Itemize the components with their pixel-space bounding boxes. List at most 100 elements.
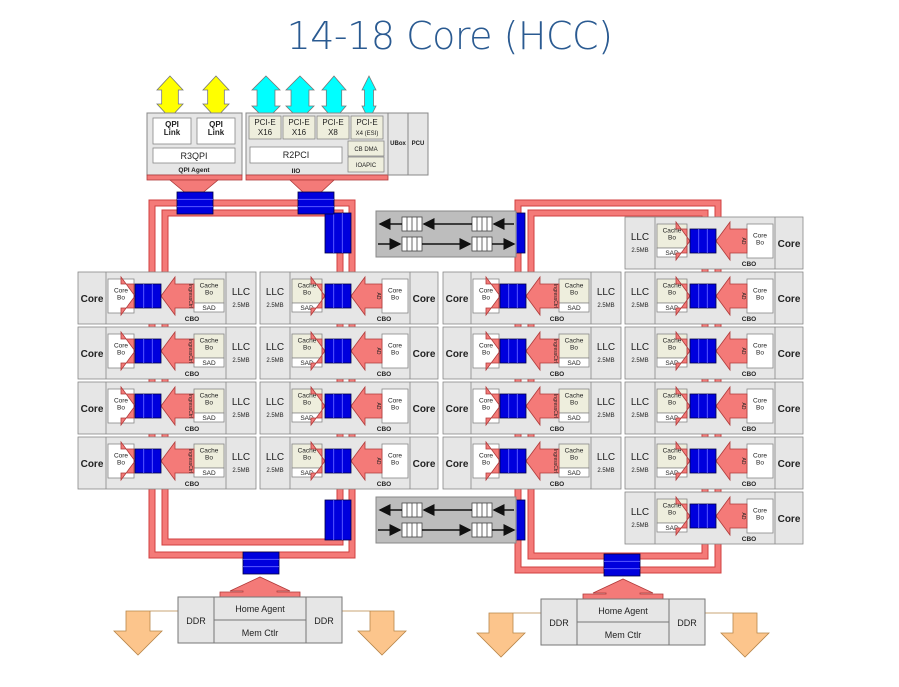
ring-stop [324, 393, 352, 419]
mem-ctlr-label: Mem Ctlr [605, 630, 642, 640]
core-to-ring-arrow [350, 385, 383, 427]
ring-stop [689, 338, 717, 364]
ring-stop-box [689, 503, 717, 529]
cache-to-ring-arrow-label: IngressCtrl [552, 284, 558, 308]
ring-stops [134, 191, 717, 577]
core-label: Core [778, 239, 801, 250]
llc-label: LLC [232, 452, 250, 463]
ring-stop [134, 283, 162, 309]
core-label: Core [778, 404, 801, 415]
ring-stop [297, 191, 335, 215]
sad-label: SAD [665, 415, 679, 422]
cache-to-ring-arrow [160, 275, 195, 317]
core-label: Core [81, 294, 104, 305]
cache-bo-box [558, 333, 590, 359]
ring-stop-box [324, 393, 352, 419]
cache-to-ring-arrow-label: IngressCtrl [552, 449, 558, 473]
core-bo-box [746, 498, 774, 534]
cbo-label: CBO [742, 536, 756, 543]
llc-label: LLC [631, 452, 649, 463]
cbo-label: CBO [550, 371, 564, 378]
llc-label: LLC [266, 452, 284, 463]
llc-size-label: 2.5MB [266, 468, 283, 474]
llc-label: LLC [631, 342, 649, 353]
llc-size-label: 2.5MB [631, 248, 648, 254]
cbo-label: CBO [550, 316, 564, 323]
core-to-ring-arrow [485, 275, 501, 317]
ring-stop-box [499, 393, 527, 419]
ring-stop [689, 283, 717, 309]
cbo-label: CBO [550, 481, 564, 488]
core-to-ring-arrow [120, 440, 136, 482]
sad-label: SAD [567, 415, 581, 422]
core-to-ring-arrow [715, 440, 748, 482]
column-2-tile-row-2: CoreLLC2.5MBCoreBoCacheBoSADIngressCtrlA… [259, 326, 439, 380]
core-label: Core [446, 404, 469, 415]
home-agent-label: Home Agent [598, 606, 648, 616]
qpi-link-box [152, 117, 192, 145]
llc-label: LLC [266, 397, 284, 408]
ring-stop [134, 338, 162, 364]
core-bo-box [746, 223, 774, 259]
core-bo-box [746, 278, 774, 314]
core-label: Core [446, 349, 469, 360]
llc-size-label: 2.5MB [631, 413, 648, 419]
core-bo-box [381, 333, 409, 369]
core-label: Core [81, 459, 104, 470]
cache-to-ring-arrow [310, 330, 326, 372]
cbo-label: CBO [742, 481, 756, 488]
sad-label: SAD [665, 525, 679, 532]
ring-stop [499, 448, 527, 474]
pcie-port-box [282, 115, 316, 140]
pcu-block [407, 112, 429, 176]
llc-size-label: 2.5MB [631, 303, 648, 309]
column-4-tile-row-3: CoreLLC2.5MBCoreBoCacheBoSADIngressCtrlA… [624, 381, 804, 435]
core-to-ring-arrow [715, 275, 748, 317]
column-4-tile-row-4: CoreLLC2.5MBCoreBoCacheBoSADIngressCtrlA… [624, 436, 804, 490]
pcie-port-width: X16 [258, 128, 273, 137]
sad-label: SAD [300, 415, 314, 422]
pcie-port-box [350, 115, 384, 140]
cache-bo-box [656, 443, 688, 469]
cbo-label: CBO [742, 316, 756, 323]
cbo-label: CBO [377, 316, 391, 323]
cache-to-ring-arrow-label: IngressCtrl [187, 339, 193, 363]
pcie-port-width: X8 [328, 128, 338, 137]
sad-label: SAD [665, 360, 679, 367]
sad-label: SAD [665, 305, 679, 312]
llc-label: LLC [232, 287, 250, 298]
core-to-ring-arrow [120, 275, 136, 317]
cbo-label: CBO [742, 371, 756, 378]
llc-label: LLC [631, 397, 649, 408]
qpi-agent-ring-port [146, 174, 243, 181]
llc-size-label: 2.5MB [266, 303, 283, 309]
cache-bo-box [193, 388, 225, 414]
core-to-ring-arrow-label: AD [740, 293, 746, 300]
r3qpi-box [152, 147, 236, 164]
column-1-tile-row-4: CoreLLC2.5MBCoreBoCacheBoSADADIngressCtr… [77, 436, 257, 490]
core-to-ring-arrow [485, 440, 501, 482]
crossbar-frame [375, 210, 517, 258]
ddr-label: DDR [314, 616, 334, 626]
sad-label: SAD [300, 470, 314, 477]
ubox-label: UBox [390, 141, 406, 147]
cache-bo-box [656, 278, 688, 304]
ring-stop [324, 499, 352, 541]
ring-stop-box [134, 393, 162, 419]
cbo-label: CBO [185, 316, 199, 323]
ring-stop-box [324, 448, 352, 474]
llc-label: LLC [597, 452, 615, 463]
